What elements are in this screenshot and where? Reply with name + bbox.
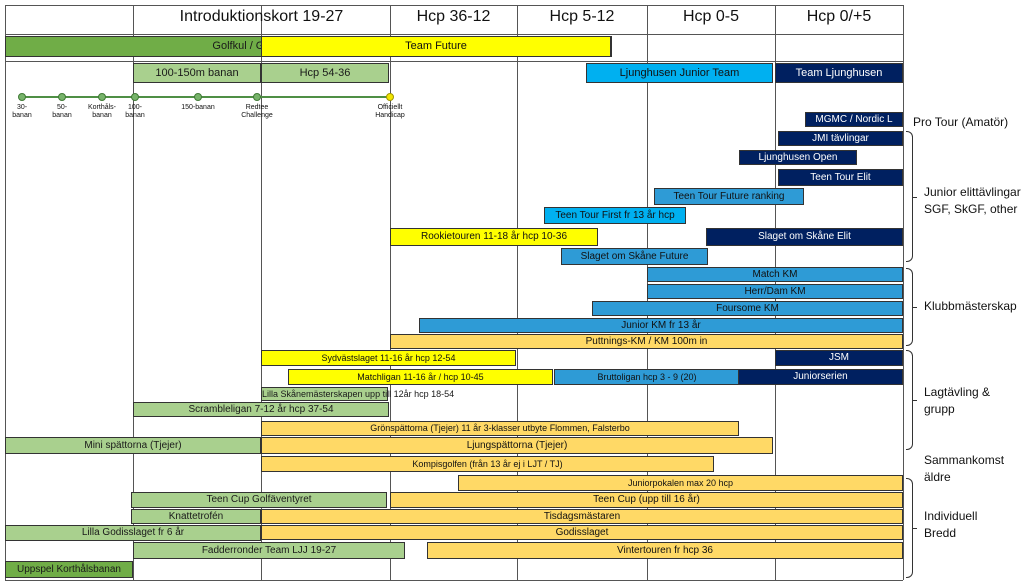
category-brace-tip: [912, 400, 917, 401]
program-bar: JSM: [775, 350, 903, 366]
program-bar: Slaget om Skåne Future: [561, 248, 708, 265]
category-label: Junior elittävlingar SGF, SkGF, other: [924, 185, 1021, 216]
grid-line-bottom: [5, 580, 903, 581]
program-bar: Teen Cup (upp till 16 år): [390, 492, 903, 508]
program-bar: JMI tävlingar: [778, 131, 903, 146]
program-bar: Teen Tour Future ranking: [654, 188, 804, 205]
grid-line-col-3: [517, 5, 518, 580]
distance-point-label: 50- banan: [52, 104, 72, 119]
program-bar: Juniorpokalen max 20 hcp: [458, 475, 903, 491]
category-brace-tip: [912, 307, 917, 308]
column-header-3: Hcp 5-12: [549, 8, 615, 25]
program-bar: Matchligan 11-16 år / hcp 10-45: [288, 369, 553, 385]
column-header-4: Hcp 0-5: [682, 8, 740, 25]
program-bar: Vintertouren fr hcp 36: [427, 542, 903, 559]
distance-point-label: 150-banan: [181, 104, 215, 111]
distance-point-dot: [58, 93, 66, 101]
program-bar: Slaget om Skåne Elit: [706, 228, 903, 246]
distance-point-dot: [18, 93, 26, 101]
grid-line-col-2: [390, 5, 391, 580]
program-bar: Foursome KM: [592, 301, 903, 316]
distance-point-dot: [131, 93, 139, 101]
distance-point-label: 100- banan: [125, 104, 145, 119]
distance-point-label: 30- banan: [12, 104, 32, 119]
program-bar: Scrambleligan 7-12 år hcp 37-54: [133, 402, 389, 417]
column-header-1: Introduktionskort 19-27: [179, 8, 344, 25]
column-header-5: Hcp 0/+5: [806, 8, 872, 25]
grid-line-col-1: [261, 5, 262, 580]
program-bar: Teen Tour Elit: [778, 169, 903, 186]
program-bar: Teen Cup Golfäventyret: [131, 492, 387, 508]
program-bar: 100-150m banan: [133, 63, 261, 83]
distance-point-label: Redtee Challenge: [241, 104, 273, 119]
program-bar: Team Ljunghusen: [775, 63, 903, 83]
program-bar: Hcp 54-36: [261, 63, 389, 83]
category-brace-tip: [912, 528, 917, 529]
program-bar: Match KM: [647, 267, 903, 282]
program-bar: Ljunghusen Junior Team: [586, 63, 773, 83]
category-label: Lagtävling & grupp: [924, 385, 991, 416]
category-label: Individuell Bredd: [924, 509, 978, 540]
program-bar: MGMC / Nordic L: [805, 112, 903, 127]
column-header-2: Hcp 36-12: [416, 8, 491, 25]
program-bar: Tisdagsmästaren: [261, 509, 903, 524]
distance-timeline-line: [22, 96, 390, 98]
program-bar: Kompisgolfen (från 13 år ej i LJT / TJ): [261, 456, 714, 472]
program-bar: Herr/Dam KM: [647, 284, 903, 299]
program-bar: Ljungspättorna (Tjejer): [261, 437, 773, 454]
program-bar: Lilla Skånemästerskapen upp till 12år hc…: [261, 387, 455, 401]
program-bar: Mini spättorna (Tjejer): [5, 437, 261, 454]
program-bar: Rookietouren 11-18 år hcp 10-36: [390, 228, 598, 246]
program-bar: Knattetrofén: [131, 509, 261, 524]
category-label: Pro Tour (Amatör): [913, 115, 1009, 129]
program-bar: Teen Tour First fr 13 år hcp: [544, 207, 686, 224]
distance-point-dot: [98, 93, 106, 101]
program-bar: Grönspättorna (Tjejer) 11 år 3-klasser u…: [261, 421, 739, 436]
distance-point-dot: [386, 93, 394, 101]
grid-line-top: [5, 5, 903, 6]
category-brace-tip: [912, 197, 917, 198]
program-bar: Puttnings-KM / KM 100m in: [390, 334, 903, 349]
program-bar: Godisslaget: [261, 525, 903, 540]
program-bar: Fadderronder Team LJJ 19-27: [133, 542, 405, 559]
grid-line-col-0: [133, 5, 134, 580]
grid-line-col-6: [903, 5, 904, 580]
category-label: Klubbmästerskap: [924, 299, 1017, 313]
program-bar: Uppspel Korthålsbanan: [5, 561, 133, 578]
program-bar: Juniorserien: [738, 369, 903, 385]
program-bar: Ljunghusen Open: [739, 150, 857, 165]
grid-line-header: [5, 34, 903, 35]
grid-line-left: [5, 5, 6, 580]
distance-point-dot: [194, 93, 202, 101]
distance-point-dot: [253, 93, 261, 101]
category-label: Sammankomst äldre: [924, 453, 1005, 484]
program-bar: Junior KM fr 13 år: [419, 318, 903, 333]
distance-point-label: Korthåls- banan: [87, 104, 116, 119]
program-bar: Bruttoligan hcp 3 - 9 (20): [554, 369, 740, 385]
grid-line-row1: [5, 61, 903, 62]
program-bar: Sydvästslaget 11-16 år hcp 12-54: [261, 350, 516, 366]
distance-point-label: Officiellt Handicap: [375, 104, 405, 119]
program-bar: Team Future: [261, 36, 611, 57]
program-bar: Lilla Godisslaget fr 6 år: [5, 525, 261, 541]
